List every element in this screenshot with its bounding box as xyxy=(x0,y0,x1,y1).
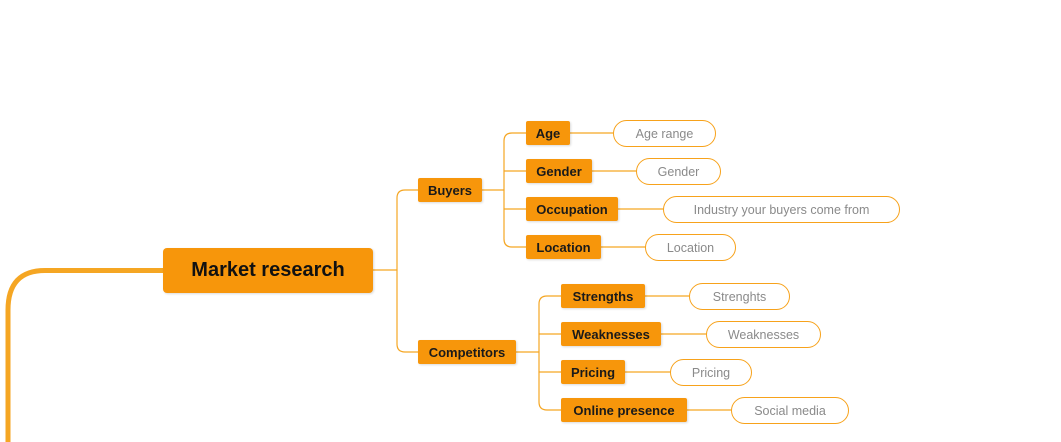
subtopic-strengths[interactable]: Strengths xyxy=(561,284,645,308)
subtopic-online-presence[interactable]: Online presence xyxy=(561,398,687,422)
detail-strengths[interactable]: Strenghts xyxy=(689,283,790,310)
topic-buyers[interactable]: Buyers xyxy=(418,178,482,202)
subtopic-location[interactable]: Location xyxy=(526,235,601,259)
subtopic-gender[interactable]: Gender xyxy=(526,159,592,183)
detail-pricing[interactable]: Pricing xyxy=(670,359,752,386)
competitors-trunk xyxy=(538,295,562,411)
parent-connector xyxy=(5,268,166,442)
detail-gender[interactable]: Gender xyxy=(636,158,721,185)
buyers-trunk xyxy=(503,132,527,248)
subtopic-pricing[interactable]: Pricing xyxy=(561,360,625,384)
detail-online-presence[interactable]: Social media xyxy=(731,397,849,424)
subtopic-weaknesses[interactable]: Weaknesses xyxy=(561,322,661,346)
detail-weaknesses[interactable]: Weaknesses xyxy=(706,321,821,348)
root-topic[interactable]: Market research xyxy=(163,248,373,293)
detail-location[interactable]: Location xyxy=(645,234,736,261)
subtopic-age[interactable]: Age xyxy=(526,121,570,145)
subtopic-occupation[interactable]: Occupation xyxy=(526,197,618,221)
detail-age-range[interactable]: Age range xyxy=(613,120,716,147)
topic-competitors[interactable]: Competitors xyxy=(418,340,516,364)
detail-occupation[interactable]: Industry your buyers come from xyxy=(663,196,900,223)
root-branch-trunk xyxy=(396,189,419,353)
